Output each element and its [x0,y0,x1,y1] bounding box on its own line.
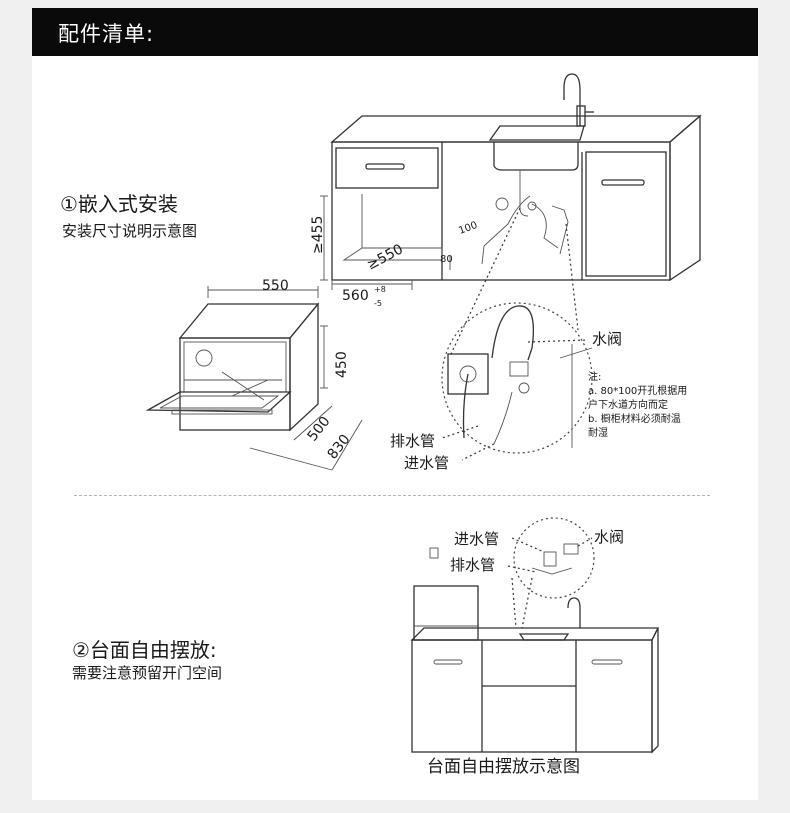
page-title: 配件清单: [58,22,155,46]
tolerance-plus: +8 [374,285,386,294]
tolerance-minus: -5 [374,299,382,308]
inlet-callout: 进水管 [404,454,449,472]
cabinet-depth-dim: ≥550 [364,241,405,273]
countertop-diagram [410,547,660,754]
cabinet-height-dim: ≥455 [310,216,326,254]
dw-width-dim: 550 [262,278,289,294]
section1-title: ①嵌入式安装 [60,192,178,216]
hole-height-label: 80 [440,254,453,265]
sink-faucet [488,73,594,171]
cabinet-pipes [481,170,569,265]
section2-subtitle: 需要注意预留开门空间 [72,664,223,682]
drain-callout: 排水管 [390,432,435,450]
s2-valve-callout: 水阀 [594,528,624,546]
note-line-1: a. 80*100开孔根据用 [588,384,687,397]
hole-width-label: 100 [457,220,479,237]
dw-height-dim: 450 [334,351,350,378]
header-bar: 配件清单: [32,8,758,56]
note-line-2: 户下水道方向而定 [588,398,668,411]
countertop-zoom [513,517,595,599]
valve-callout: 水阀 [592,330,622,348]
s2-drain-callout: 排水管 [450,556,495,574]
note-line-4: 耐湿 [588,426,608,439]
cabinet-width-dim: 560 [342,288,369,304]
dw-depth-dim: 500 [305,414,334,445]
section-divider [74,495,710,496]
note-line-3: b. 橱柜材料必须耐温 [588,412,681,425]
note-title: 注: [588,370,601,383]
kitchen-cabinet [330,114,702,282]
section2-caption: 台面自由摆放示意图 [427,757,580,777]
dishwasher-unit [145,302,320,432]
section1-subtitle: 安装尺寸说明示意图 [62,222,198,240]
s2-inlet-callout: 进水管 [454,530,499,548]
dw-open-depth-dim: 830 [325,432,354,463]
valve-detail-zoom [441,207,593,454]
built-in-install-diagram: 100 80 ≥455 ≥550 560 +8 -5 [145,73,702,754]
section2-title: ②台面自由摆放: [72,638,217,662]
accessory-sheet: 配件清单: ①嵌入式安装 安装尺寸说明示意图 [32,8,758,800]
